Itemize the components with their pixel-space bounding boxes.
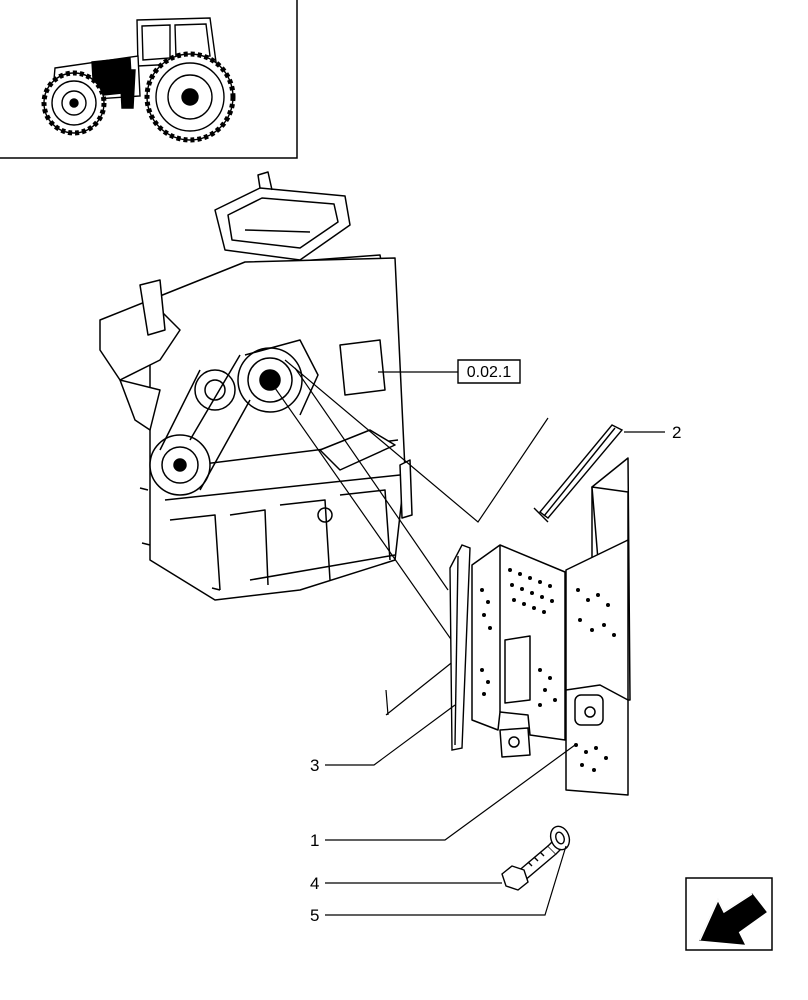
nav-back-button[interactable] xyxy=(686,878,772,950)
reference-box xyxy=(458,360,520,383)
tractor-icon xyxy=(44,18,233,140)
part-2-seal-strip xyxy=(534,425,622,522)
part-5-washer xyxy=(547,824,572,853)
engine-assembly xyxy=(100,172,412,600)
callout-4: 4 xyxy=(310,874,319,893)
reference-label: 0.02.1 xyxy=(467,364,512,381)
callout-2: 2 xyxy=(672,423,681,442)
callout-1: 1 xyxy=(310,831,319,850)
reference-callout: 0.02.1 xyxy=(378,360,520,383)
part-3-seal-strip xyxy=(450,545,470,750)
back-arrow-icon xyxy=(700,894,766,944)
callout-3: 3 xyxy=(310,756,319,775)
callout-5: 5 xyxy=(310,906,319,925)
callout-leaders xyxy=(325,432,665,915)
tractor-thumbnail xyxy=(0,0,297,158)
part-4-bolt xyxy=(502,842,560,890)
assembly-guide-lines xyxy=(268,360,548,715)
part-1-heat-shield xyxy=(472,458,630,795)
